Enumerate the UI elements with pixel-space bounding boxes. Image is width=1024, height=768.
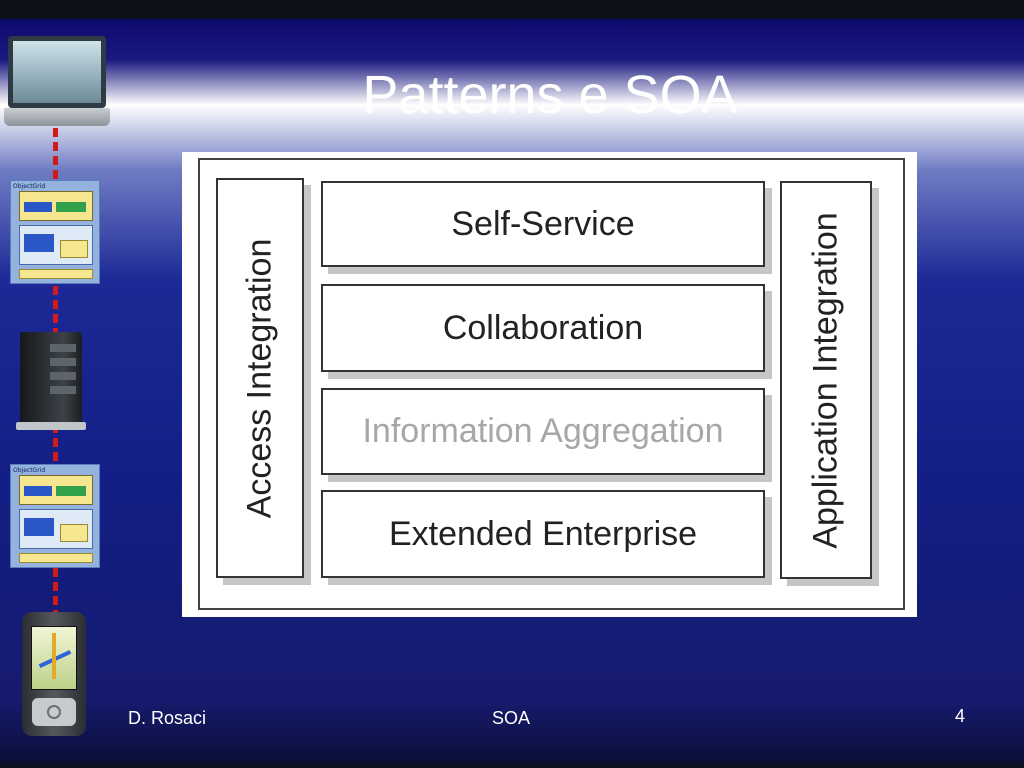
footer-author: D. Rosaci — [128, 708, 207, 728]
diagram-frame — [198, 158, 905, 610]
access-integration-bar: Access Integration — [216, 178, 304, 578]
information-aggregation-block: Information Aggregation — [321, 388, 765, 475]
object-grid-schema-icon: ObjectGrid — [10, 180, 100, 284]
connector-dashed-line — [53, 568, 58, 614]
collaboration-block: Collaboration — [321, 284, 765, 372]
footer-topic: SOA — [492, 708, 531, 728]
access-integration-label: Access Integration — [240, 238, 279, 518]
self-service-block: Self-Service — [321, 181, 765, 267]
footer-page-number: 4 — [955, 706, 966, 726]
self-service-label: Self-Service — [451, 204, 635, 243]
connector-dashed-line — [53, 286, 58, 334]
application-integration-label: Application Integration — [806, 211, 845, 549]
schema-label: ObjectGrid — [13, 467, 46, 474]
laptop-icon — [4, 36, 110, 128]
connector-dashed-line — [53, 424, 58, 464]
sidebar-illustrations: ObjectGrid ObjectGrid — [0, 0, 120, 768]
smartphone-icon — [22, 612, 86, 736]
server-icon — [16, 332, 86, 430]
connector-dashed-line — [53, 128, 58, 180]
extended-enterprise-label: Extended Enterprise — [388, 514, 698, 553]
object-grid-schema-icon: ObjectGrid — [10, 464, 100, 568]
soa-patterns-diagram: Access Integration Self-Service Collabor… — [182, 152, 917, 617]
collaboration-label: Collaboration — [442, 308, 644, 347]
application-integration-bar: Application Integration — [780, 181, 872, 579]
slide-title: Patterns e SOA — [362, 65, 738, 125]
schema-label: ObjectGrid — [13, 183, 46, 190]
extended-enterprise-block: Extended Enterprise — [321, 490, 765, 578]
information-aggregation-label: Information Aggregation — [362, 412, 724, 450]
